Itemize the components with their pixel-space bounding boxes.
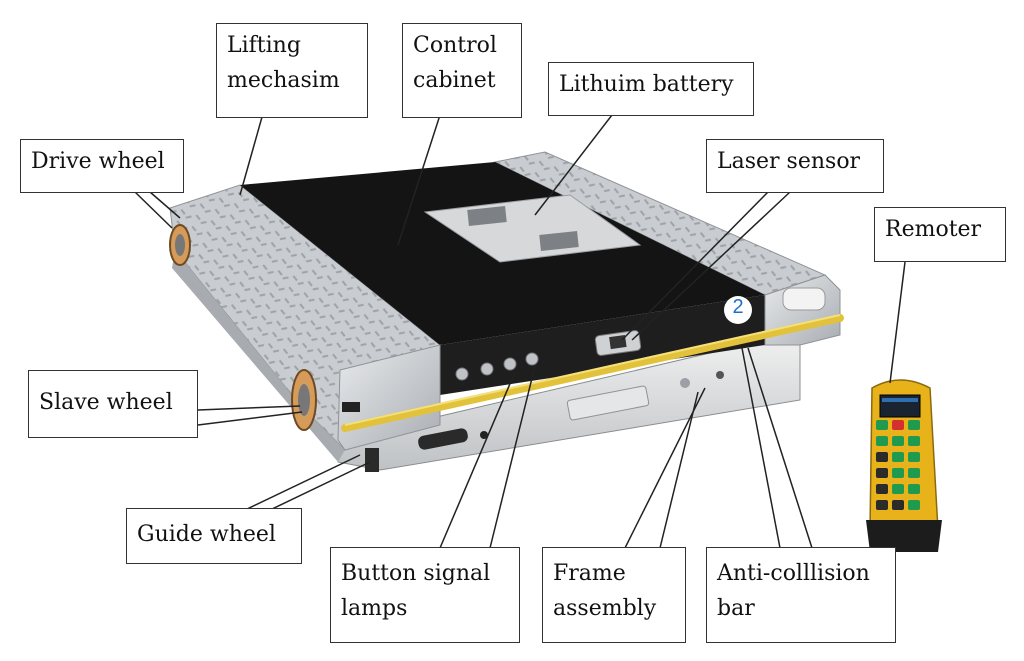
leader-frame-2: [659, 391, 699, 549]
leader-guide-1: [244, 454, 361, 511]
label-frame-assembly-line2: assembly: [553, 596, 657, 622]
label-control-cabinet-line2: cabinet: [413, 68, 496, 94]
label-drive-wheel-line1: Drive wheel: [31, 149, 165, 174]
label-frame-assembly-line1: Frame: [553, 561, 626, 586]
label-lithium-battery: Lithuim battery: [548, 62, 754, 116]
label-button-signal-lamps-line2: lamps: [341, 596, 408, 622]
remote-controller: [866, 379, 942, 552]
label-anti-collision-bar-line1: Anti-colllision: [717, 561, 870, 586]
label-guide-wheel-line1: Guide wheel: [137, 522, 276, 547]
leader-frame-1: [624, 387, 706, 549]
anti-collision-bumper: [341, 314, 844, 432]
leader-anti-1: [741, 347, 781, 549]
leader-slave-2: [197, 411, 303, 426]
label-remoter-line1: Remoter: [885, 217, 982, 242]
number-badge-text: 2: [732, 296, 744, 318]
frame-plate: [566, 385, 650, 421]
label-laser-sensor: Laser sensor: [706, 139, 884, 193]
label-slave-wheel: Slave wheel: [28, 370, 198, 438]
label-lifting-mechanism: Lifting mechasim: [216, 23, 368, 118]
lamp-1: [455, 367, 469, 381]
number-badge: [724, 296, 752, 324]
leader-drive-2: [149, 191, 181, 219]
label-frame-assembly: Frame assembly: [542, 547, 686, 643]
lamp-2: [480, 362, 494, 376]
label-anti-collision-bar-line2: bar: [717, 596, 755, 622]
leader-lines: [134, 114, 906, 549]
label-slave-wheel-line1: Slave wheel: [39, 390, 173, 415]
leader-anti-2: [747, 347, 813, 549]
leader-remoter: [889, 261, 906, 384]
label-remoter: Remoter: [874, 207, 1006, 262]
label-control-cabinet: Control cabinet: [402, 23, 522, 118]
leader-control: [397, 114, 441, 246]
leader-drive-1: [134, 191, 173, 229]
label-lifting-mechanism-line1: Lifting: [227, 33, 301, 58]
leader-slave-1: [197, 405, 301, 411]
leader-lifting: [239, 116, 263, 196]
leader-battery: [534, 114, 613, 216]
label-button-signal-lamps-line1: Button signal: [341, 561, 491, 586]
leader-lamps-1: [439, 371, 516, 549]
label-lifting-mechanism-line2: mechasim: [227, 68, 340, 94]
label-guide-wheel: Guide wheel: [126, 508, 302, 564]
label-lithium-battery-line1: Lithuim battery: [559, 72, 734, 97]
leader-laser-1: [621, 191, 769, 341]
label-control-cabinet-line1: Control: [413, 33, 497, 58]
leader-guide-2: [269, 461, 371, 511]
lamp-3: [503, 357, 517, 371]
leader-laser-2: [631, 191, 791, 341]
label-drive-wheel: Drive wheel: [20, 139, 184, 193]
leader-lamps-2: [489, 365, 536, 549]
label-laser-sensor-line1: Laser sensor: [717, 149, 861, 174]
guide-wheel-shape: [365, 448, 379, 472]
label-button-signal-lamps: Button signal lamps: [330, 547, 520, 643]
lamp-4: [525, 352, 539, 366]
label-anti-collision-bar: Anti-colllision bar: [706, 547, 896, 643]
